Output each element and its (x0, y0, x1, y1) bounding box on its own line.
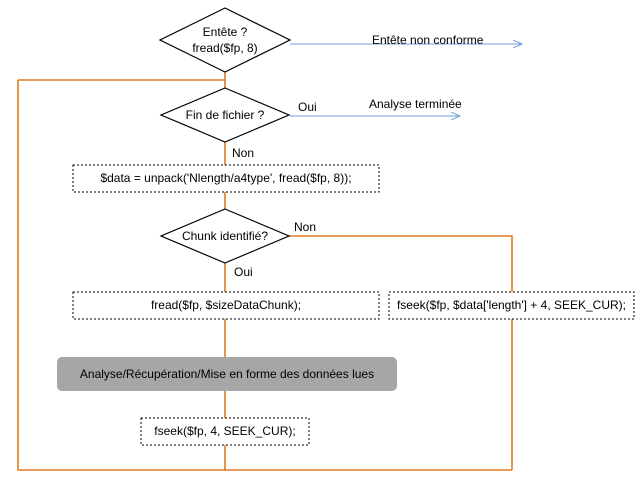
flow-connectors (17, 72, 513, 471)
fseek-skip-code: fseek($fp, $data['length'] + 4, SEEK_CUR… (396, 298, 627, 312)
label-entete-non-conforme: Entête non conforme (372, 33, 484, 47)
label-fin-non: Non (232, 146, 254, 160)
entete-label-line2: fread($fp, 8) (192, 41, 257, 55)
unpack-code: $data = unpack('Nlength/a4type', fread($… (100, 171, 352, 185)
box-unpack (72, 164, 380, 193)
connector-loop-back (17, 80, 512, 471)
fread-chunk-code: fread($fp, $sizeDataChunk); (150, 298, 302, 312)
fin-fichier-label: Fin de fichier ? (186, 108, 265, 122)
entete-label-line1: Entête ? (203, 25, 248, 39)
box-fread-chunk (72, 291, 380, 320)
label-chunk-oui: Oui (234, 265, 253, 279)
box-analyse (57, 357, 397, 391)
fseek-crc-code: fseek($fp, 4, SEEK_CUR); (154, 424, 296, 438)
decision-entete (158, 7, 292, 73)
analyse-label: Analyse/Récupération/Mise en forme des d… (79, 367, 375, 381)
decision-chunk (159, 208, 291, 264)
decision-fin-fichier (159, 87, 291, 143)
label-analyse-terminee: Analyse terminée (369, 97, 462, 111)
chunk-label: Chunk identifié? (182, 229, 268, 243)
box-fseek-skip (388, 291, 635, 320)
box-fseek-crc (140, 417, 310, 446)
label-fin-oui: Oui (298, 100, 317, 114)
label-chunk-non: Non (294, 220, 316, 234)
connector-chunk-non (289, 235, 513, 292)
